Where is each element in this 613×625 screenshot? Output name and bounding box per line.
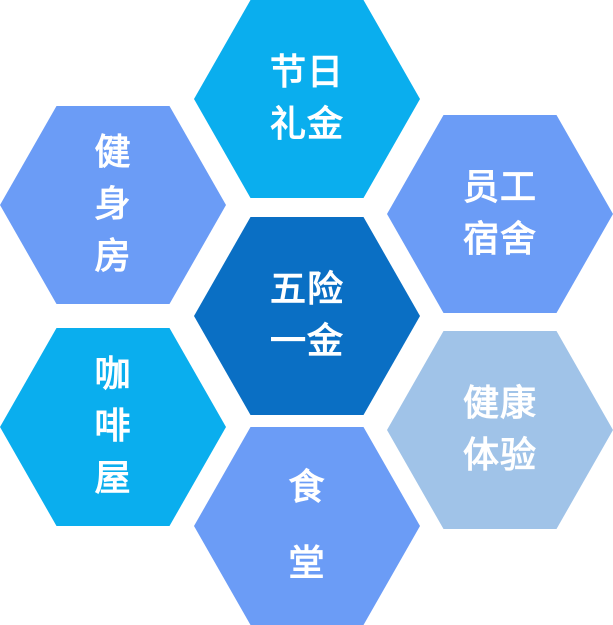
hex-health-checkup: 健康 体验 [387, 331, 613, 529]
hex-canteen: 食 堂 [194, 427, 420, 625]
hex-staff-dormitory: 员工 宿舍 [387, 115, 613, 313]
hex-gym: 健 身 房 [0, 106, 226, 304]
hex-label-canteen: 食 堂 [288, 467, 326, 584]
hex-holiday-bonus: 节日 礼金 [194, 0, 420, 198]
hex-label-social-insurance: 五险 一金 [269, 269, 344, 362]
hex-label-holiday-bonus: 节日 礼金 [269, 52, 344, 145]
hex-label-gym: 健 身 房 [94, 132, 132, 277]
hex-label-staff-dormitory: 员工 宿舍 [462, 167, 537, 260]
hex-social-insurance: 五险 一金 [194, 217, 420, 415]
hex-label-health-checkup: 健康 体验 [462, 383, 537, 476]
hex-label-cafe: 咖 啡 屋 [94, 354, 132, 499]
hex-cafe: 咖 啡 屋 [0, 328, 226, 526]
